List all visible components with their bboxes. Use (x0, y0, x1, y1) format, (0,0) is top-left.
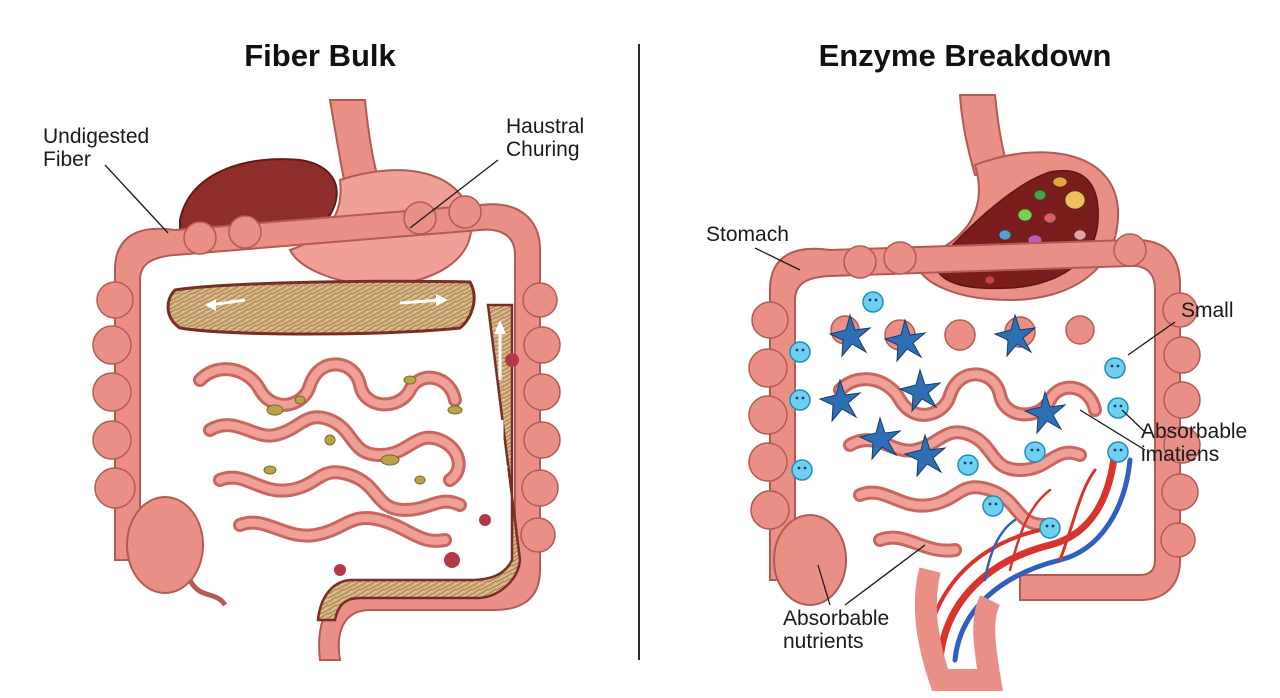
left-cecum (126, 496, 204, 594)
absorbable-nutrients-leader-2 (844, 544, 926, 606)
right-colon (769, 238, 1181, 601)
left-fiber-particles (263, 375, 463, 485)
absorbable-nutrients-leader-1 (817, 564, 831, 606)
right-cecum (773, 514, 847, 606)
stomach-leader (754, 247, 801, 271)
panel-divider (638, 44, 640, 660)
stomach-label: Stomach (706, 223, 789, 246)
absorbable-imatiens-leader-1 (1121, 409, 1146, 433)
left-digestive-system (92, 99, 561, 661)
haustral-churing-leader (409, 159, 499, 229)
right-enzymes (818, 313, 1067, 478)
absorbable-nutrients-label: Absorbable nutrients (783, 607, 890, 653)
undigested-fiber-label: Undigested Fiber (43, 125, 150, 171)
absorbable-imatiens-label: Absorbable imatiens (1141, 420, 1248, 466)
right-blood-vessels (923, 446, 1133, 664)
haustral-churing-label: Haustral Churing (506, 115, 585, 161)
left-small-intestine (193, 357, 467, 548)
right-digestive-system (748, 94, 1201, 691)
small-label: Small (1181, 299, 1234, 322)
absorbable-imatiens-leader-2 (1079, 409, 1146, 451)
undigested-fiber-leader (104, 164, 169, 234)
left-transverse-fiber-bulk (166, 279, 476, 336)
left-appendix (187, 578, 228, 607)
enzyme-breakdown-title: Enzyme Breakdown (818, 38, 1112, 73)
small-leader (1127, 321, 1176, 356)
left-colon (114, 203, 541, 661)
right-nutrients (789, 291, 1129, 539)
left-descending-fiber-bulk (316, 303, 522, 622)
fiber-bulk-title: Fiber Bulk (244, 38, 396, 73)
